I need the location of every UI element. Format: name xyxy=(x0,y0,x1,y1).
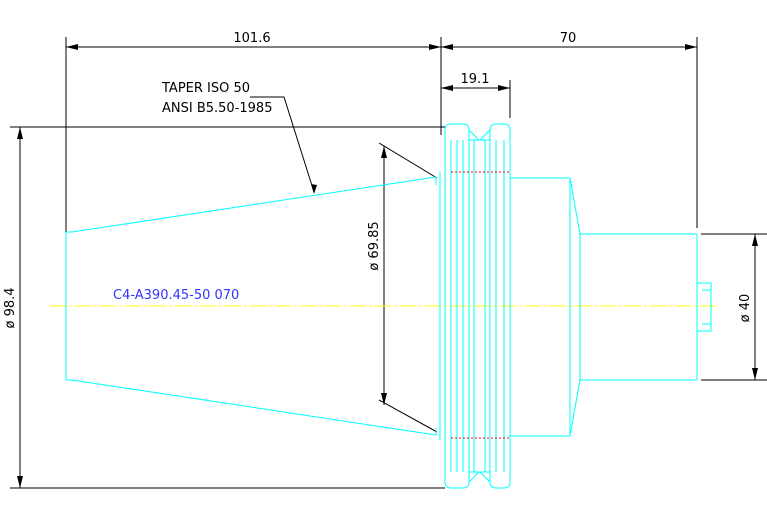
taper-top-edge xyxy=(71,176,437,233)
dimension-shank-diameter: ø 40 xyxy=(738,294,753,323)
v-groove-flank xyxy=(479,471,491,483)
taper-extension-bottom xyxy=(378,399,438,433)
taper-note-line1: TAPER ISO 50 xyxy=(161,81,250,96)
taper-extension-top xyxy=(378,142,438,179)
arrow-head xyxy=(66,44,78,50)
part-number-label: C4-A390.45-50 070 xyxy=(113,288,239,303)
arrow-head xyxy=(381,146,387,158)
v-groove-flank xyxy=(468,471,480,483)
dimension-taper-diameter: ø 69.85 xyxy=(367,221,382,270)
dimension-body-diameter: ø 98.4 xyxy=(3,287,18,328)
taper-note-line2: ANSI B5.50-1985 xyxy=(162,101,272,116)
flange-back xyxy=(489,123,511,489)
arrow-head xyxy=(498,85,510,91)
body-chamfer-top xyxy=(569,177,581,235)
dimension-flange: 19.1 xyxy=(461,72,490,87)
arrow-head xyxy=(752,368,758,380)
v-groove-flank xyxy=(479,129,491,141)
taper-note-leader xyxy=(250,96,315,193)
dimension-overall-left: 101.6 xyxy=(233,31,270,46)
v-groove-flank xyxy=(468,129,480,141)
arrow-head xyxy=(429,44,441,50)
arrow-head xyxy=(311,184,317,194)
arrow-head xyxy=(441,85,453,91)
dimension-overall-right: 70 xyxy=(560,31,577,46)
arrow-head xyxy=(685,44,697,50)
arrow-head xyxy=(381,393,387,405)
arrow-head xyxy=(441,44,453,50)
body-chamfer-bottom xyxy=(569,379,581,437)
arrow-head xyxy=(17,127,23,139)
taper-bottom-edge xyxy=(71,379,437,436)
arrow-head xyxy=(752,234,758,246)
arrow-head xyxy=(17,476,23,488)
pilot-nub xyxy=(696,282,712,332)
